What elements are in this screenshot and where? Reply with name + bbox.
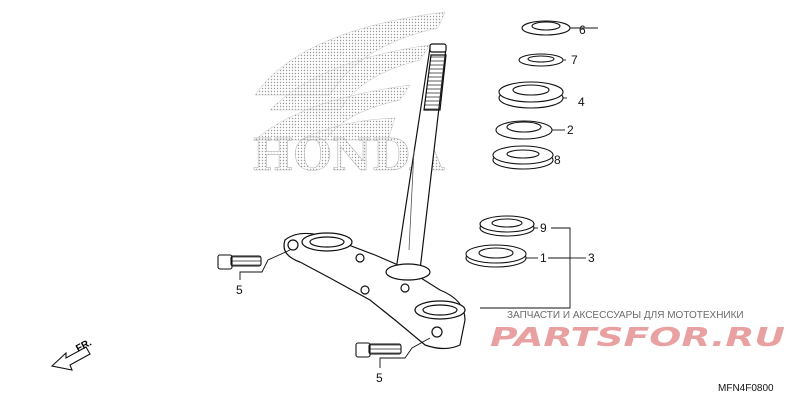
callout-9: 9 [540,221,547,235]
lower-inner-race [479,215,535,237]
dust-seal [495,120,553,140]
lock-washer [518,53,564,67]
callout-1: 1 [540,251,547,265]
bolt-upper [217,254,262,270]
upper-bearing [492,145,554,170]
front-direction-arrow: FR. [50,337,94,371]
callout-2: 2 [567,123,574,137]
lower-bearing [465,244,527,268]
callout-7: 7 [571,53,578,67]
bottom-bridge [283,232,466,350]
callout-4: 4 [578,95,585,109]
leader-lines [239,27,598,368]
bolt-lower [355,342,402,358]
diagram-code: MFN4F0800 [718,383,774,394]
watermark-brand: PARTSFOR.RU [490,323,785,353]
callout-8: 8 [554,153,561,167]
steering-stem [395,43,447,271]
adjusting-nut [498,81,564,109]
callout-3: 3 [588,251,595,265]
front-direction-label: FR. [74,337,94,354]
callout-5-lower: 5 [376,371,383,385]
watermark-tagline: ЗАПЧАСТИ И АКСЕССУАРЫ ДЛЯ МОТОТЕХНИКИ [507,310,744,321]
callout-5-upper: 5 [236,283,243,297]
callout-6: 6 [579,23,586,37]
lock-nut [521,20,571,36]
